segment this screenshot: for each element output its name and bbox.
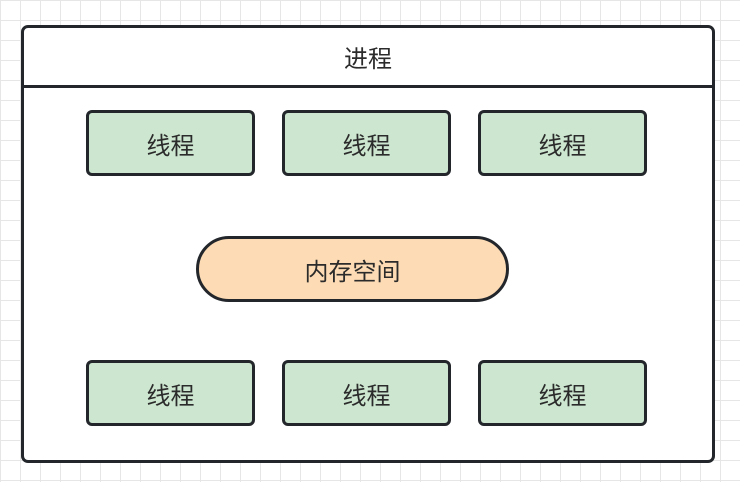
thread-box-top-center: 线程 — [282, 110, 451, 176]
thread-box-top-left: 线程 — [86, 110, 255, 176]
thread-box-bottom-left: 线程 — [86, 360, 255, 426]
thread-box-bottom-center: 线程 — [282, 360, 451, 426]
process-title: 进程 — [24, 28, 712, 88]
thread-box-bottom-right: 线程 — [478, 360, 647, 426]
memory-space-box: 内存空间 — [196, 236, 509, 302]
thread-box-top-right: 线程 — [478, 110, 647, 176]
